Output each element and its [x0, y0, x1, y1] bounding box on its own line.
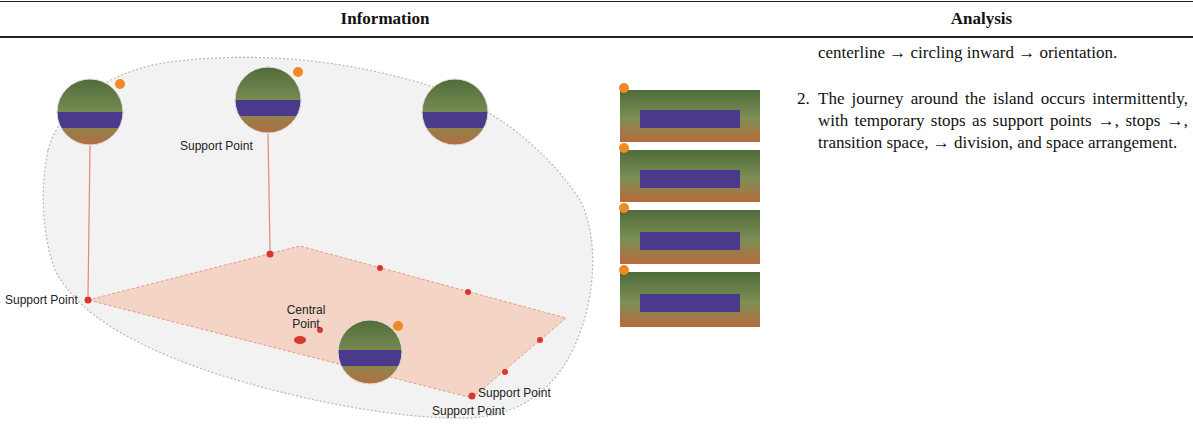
island-outline — [43, 57, 592, 418]
analysis-text: The journey around the island occurs int… — [818, 88, 1188, 154]
callout-label: Support Point — [478, 386, 551, 400]
callout-label: Support Point — [5, 293, 78, 307]
column-header: Information — [0, 9, 770, 29]
list-number: 2. — [797, 88, 817, 110]
analysis-text: centerline → circling inward → orientati… — [818, 42, 1188, 64]
site-area — [88, 246, 566, 398]
table-top-rule — [0, 1, 1193, 2]
callout-label: Support Point — [432, 404, 505, 418]
photo-circles — [55, 66, 490, 388]
callout-label: Central Point — [280, 303, 332, 331]
table-header-rule — [0, 36, 1193, 38]
column-header: Analysis — [770, 9, 1193, 29]
route-dots — [85, 251, 544, 400]
leader-lines — [88, 134, 270, 296]
photo-strip — [619, 83, 760, 327]
callout-label: Support Point — [180, 139, 253, 153]
